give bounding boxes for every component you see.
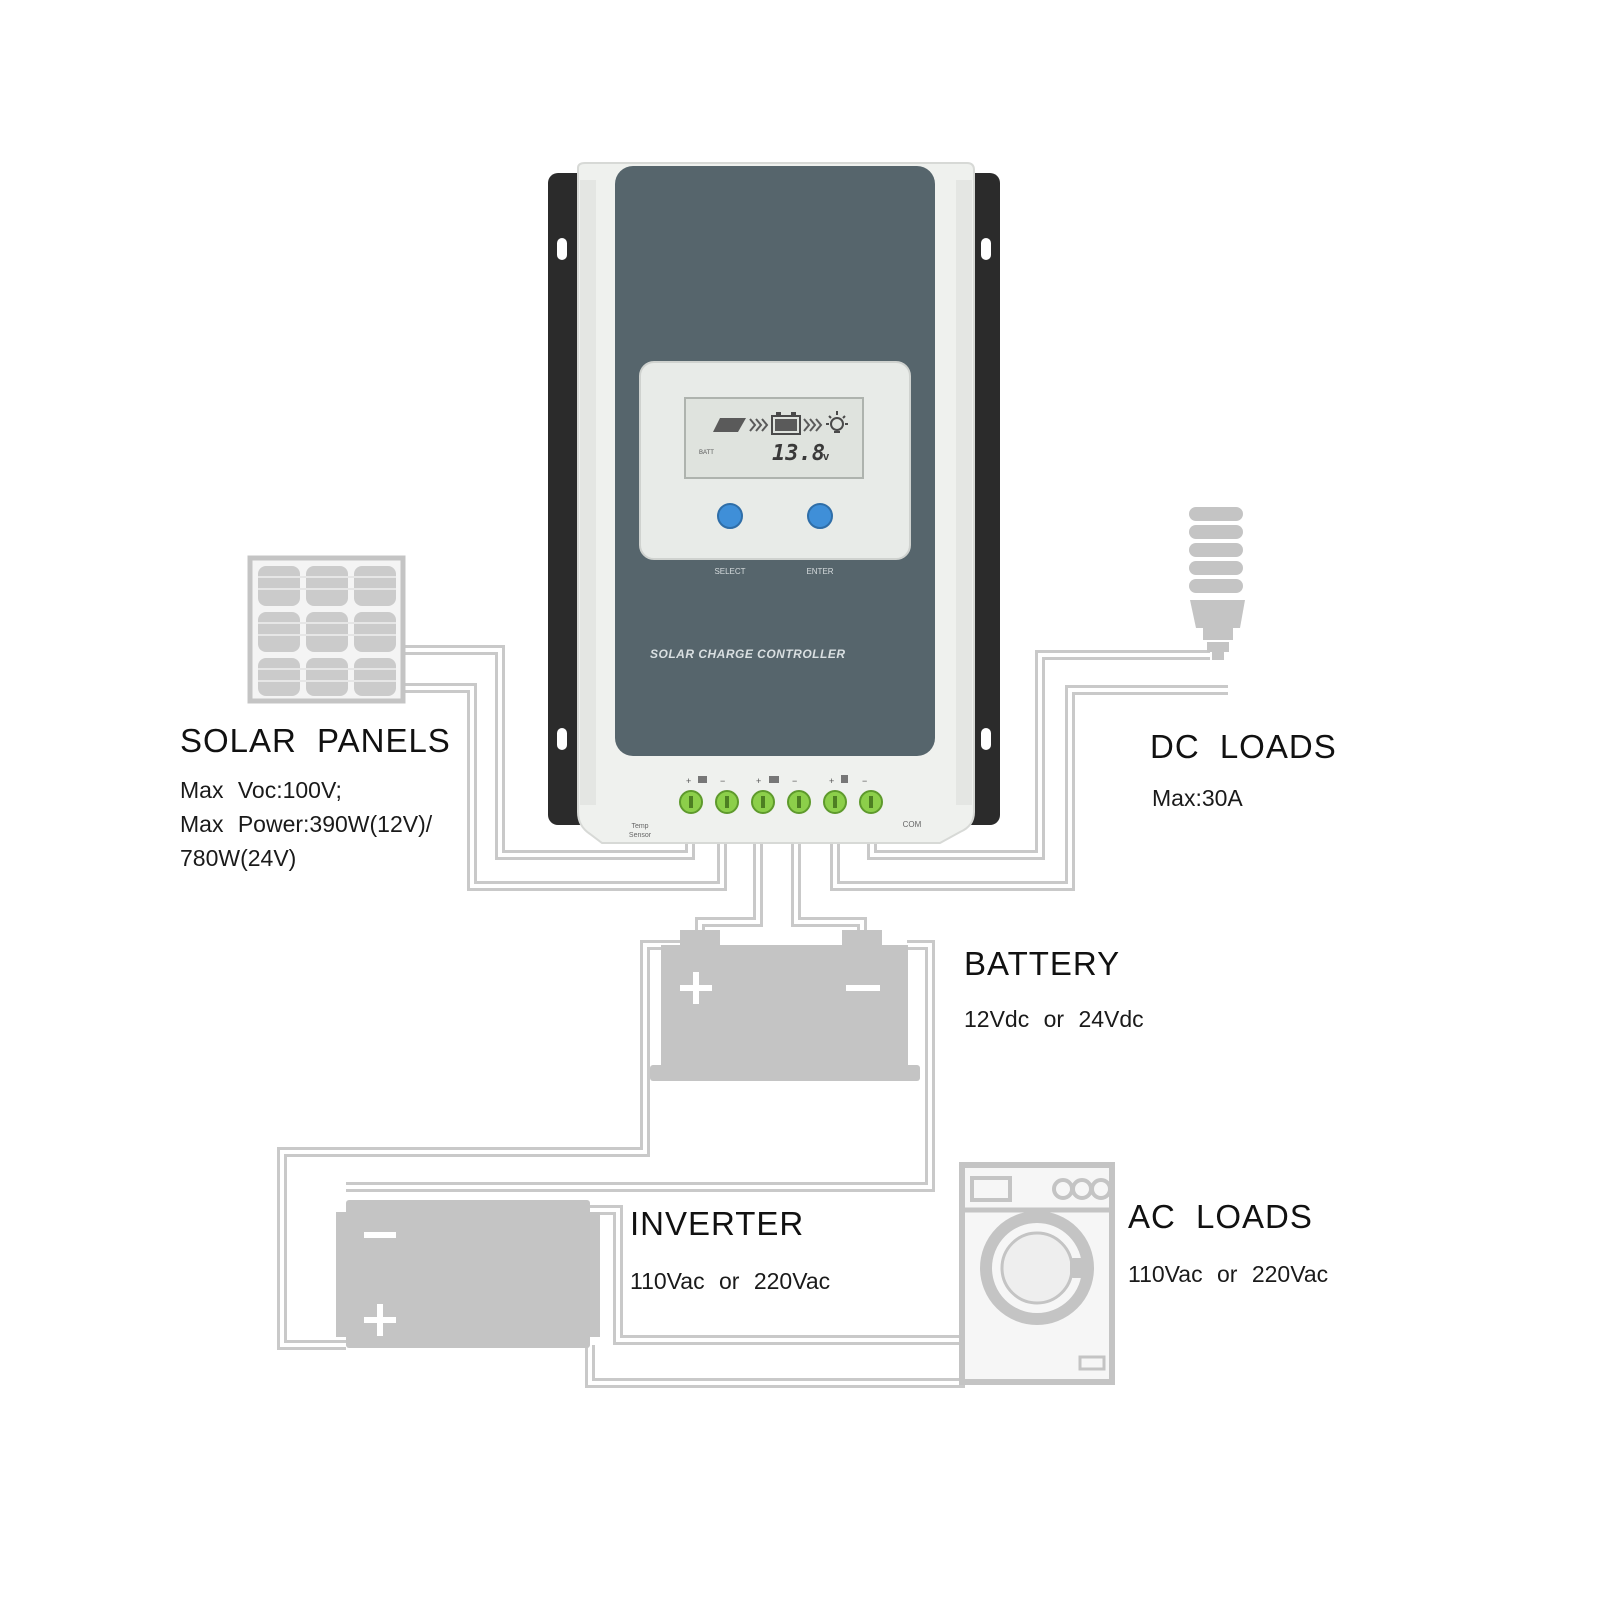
ac-wire-1-inner <box>590 1208 965 1342</box>
com-port-label: COM <box>903 820 922 829</box>
terminal-sign-4: − <box>792 776 797 786</box>
terminal-sign-3: + <box>756 776 761 786</box>
dc-load-wire-negative-inner <box>833 688 1228 888</box>
battery-spec: 12Vdc or 24Vdc <box>964 1006 1144 1032</box>
ac-loads-title: AC LOADS <box>1128 1198 1313 1235</box>
terminal-sign-5: + <box>829 776 834 786</box>
dc-loads-title: DC LOADS <box>1150 728 1337 765</box>
lcd-arrows-icon <box>749 418 823 432</box>
select-button-label: SELECT <box>714 567 745 576</box>
solar-power-spec-24v: 780W(24V) <box>180 845 297 871</box>
terminal-sign-6: − <box>862 776 867 786</box>
battery-icon <box>650 930 920 1081</box>
terminals <box>679 790 883 814</box>
solar-panels-title: SOLAR PANELS <box>180 722 451 759</box>
enter-button[interactable] <box>807 503 833 529</box>
lcd-unit: v <box>823 451 830 463</box>
lcd-value: 13.8 <box>772 441 825 466</box>
inverter-spec: 110Vac or 220Vac <box>630 1268 831 1294</box>
ac-wire-2-inner <box>588 1345 965 1385</box>
battery-wire-positive <box>695 840 763 945</box>
light-bulb-icon <box>1189 507 1245 660</box>
battery-wire-positive-inner <box>698 840 760 945</box>
terminal-solar-symbol <box>698 776 707 783</box>
dc-loads-spec: Max:30A <box>1152 785 1243 811</box>
battery-title: BATTERY <box>964 945 1121 982</box>
solar-wire-positive-inner <box>403 648 692 857</box>
terminal-battery-symbol <box>769 776 779 783</box>
lcd-screen <box>684 397 864 479</box>
lcd-small-label: BATT <box>699 450 714 456</box>
temp-sensor-label-1: Temp <box>631 823 648 830</box>
lcd-bulb-icon <box>826 411 848 433</box>
temp-sensor-label-2: Sensor <box>629 832 652 839</box>
ac-wire-2 <box>585 1345 965 1388</box>
terminal-load-symbol <box>841 775 848 783</box>
terminal-sign-1: + <box>686 776 691 786</box>
solar-power-spec: Max Power:390W(12V)/ <box>180 811 433 837</box>
ac-loads-spec: 110Vac or 220Vac <box>1128 1261 1329 1287</box>
battery-wire-negative-inner <box>794 840 864 945</box>
inverter-title: INVERTER <box>630 1205 805 1242</box>
solar-voc-spec: Max Voc:100V; <box>180 777 342 803</box>
terminal-symbols: + − + − + − <box>686 776 867 786</box>
controller-name-label: SOLAR CHARGE CONTROLLER <box>650 647 846 661</box>
enter-button-label: ENTER <box>806 567 833 576</box>
solar-panel-icon <box>247 555 406 704</box>
inverter-wire-positive-inner <box>280 943 693 1347</box>
terminal-sign-2: − <box>720 776 725 786</box>
inverter-wire-negative-inner <box>346 943 932 1189</box>
dc-load-wire-positive-inner <box>870 653 1210 857</box>
select-button[interactable] <box>717 503 743 529</box>
battery-wire-negative <box>791 840 867 945</box>
inverter-icon <box>336 1200 600 1348</box>
wires <box>277 645 1228 1388</box>
solar-wire-negative-inner <box>403 686 724 888</box>
charge-controller: BATT 13.8 v SELECT ENTER SOLAR CHARGE CO… <box>548 162 1000 844</box>
washing-machine-icon <box>959 1162 1115 1385</box>
lcd-battery-icon <box>771 412 801 435</box>
lcd-solar-icon <box>713 418 746 432</box>
